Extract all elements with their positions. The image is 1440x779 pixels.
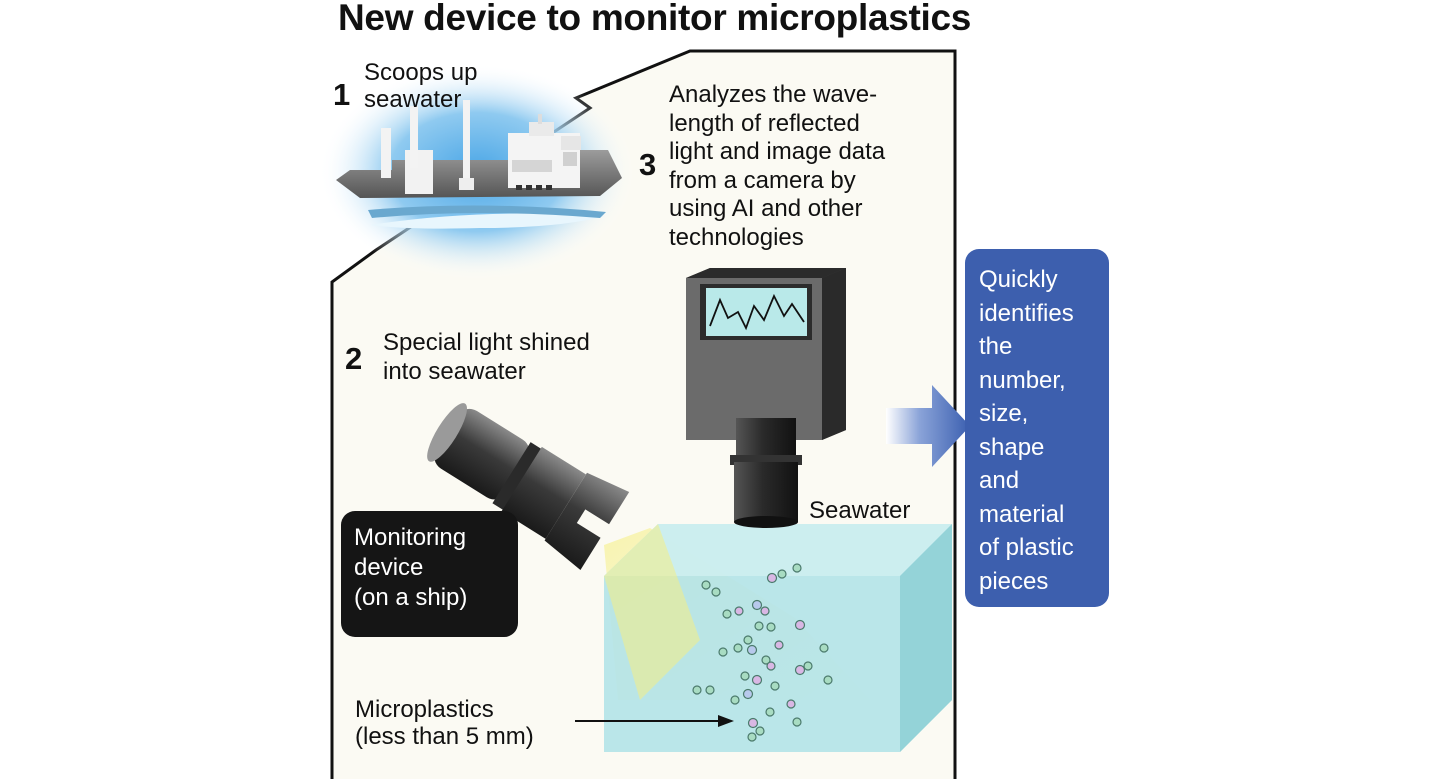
light-source-icon [427,403,630,571]
text-line: Scoops up [364,59,478,86]
step-1-text: Scoops up seawater [364,59,477,113]
microplastics-pointer-arrow [575,715,734,727]
text-line: (on a ship) [354,584,468,611]
result-box: Quickly identifies the number, size, sha… [965,249,1109,607]
arrow-right-icon [886,385,970,467]
text-line: number, [979,366,1066,394]
text-line: from a camera by [669,166,856,194]
text-line: of plastic [979,534,1074,561]
text-line: technologies [669,223,804,251]
text-line: length of reflected [669,109,860,137]
text-line: shape [979,433,1045,461]
text-line: pieces [979,567,1049,595]
ship-icon [319,64,635,280]
text-line: using AI and other [669,195,863,222]
microplastic-particle-icon [692,563,833,742]
waveform-icon [709,293,805,331]
text-line: into seawater [383,358,526,385]
text-line: material [979,500,1065,528]
text-line: Monitoring [354,524,467,551]
text-line: seawater [364,86,462,113]
text-line: identifies [979,299,1074,327]
text-line: (less than 5 mm) [355,723,534,750]
text-line: Microplastics [355,696,494,723]
seawater-label: Seawater [809,497,911,524]
text-line: size, [979,400,1029,427]
text-line: and [979,467,1020,494]
monitoring-device-label: Monitoring device (on a ship) [341,511,518,637]
text-line: Special light shined [383,329,590,356]
text-line: Quickly [979,266,1058,293]
step-2-number: 2 [345,341,363,376]
text-line: device [354,554,424,581]
step-3-text: Analyzes the wave- length of reflected l… [669,81,885,252]
diagram-title: New device to monitor microplastics [338,0,972,38]
camera-analyzer-icon [686,268,846,528]
microplastics-label: Microplastics (less than 5 mm) [355,696,534,750]
text-line: the [979,333,1013,360]
step-3-number: 3 [639,147,657,182]
step-1-number: 1 [333,77,351,112]
step-2-text: Special light shined into seawater [383,328,590,386]
seawater-tank-icon [604,524,952,752]
text-line: light and image data [669,138,886,165]
text-line: Analyzes the wave- [669,81,878,108]
